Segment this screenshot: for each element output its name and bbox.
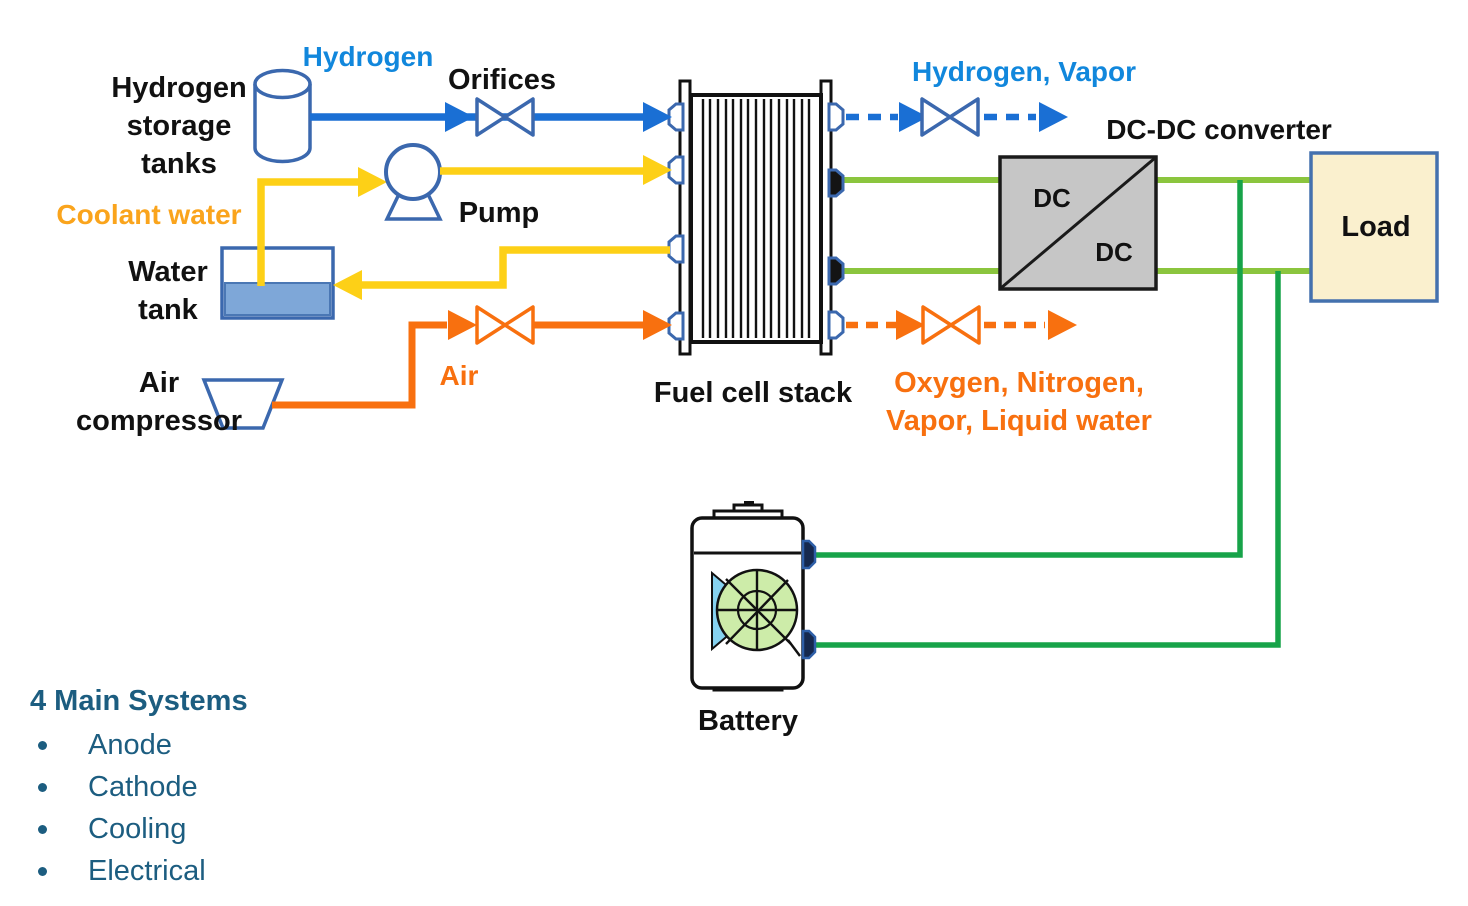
battery-wire-top (813, 180, 1243, 558)
cathode-exhaust-line (846, 305, 1077, 345)
coolant-arrow-into-tank (333, 270, 362, 300)
dc-dc-converter-label: DC-DC converter (1106, 114, 1332, 145)
converter-diagonal (1000, 156, 1156, 290)
battery-label: Battery (698, 705, 798, 737)
hydrogen-mid-arrow (445, 102, 474, 132)
coolant-supply-line (257, 178, 360, 286)
pump-icon (384, 143, 443, 221)
orifices-label: Orifices (448, 64, 556, 96)
hydrogen-tank-label: Hydrogen storage tanks (111, 72, 247, 180)
stack-terminal-negative (827, 256, 845, 286)
coolant-loop (257, 143, 672, 300)
stack-port-anode-exhaust (827, 102, 845, 132)
legend-title: 4 Main Systems (30, 685, 248, 717)
hydrogen-arrow-into-stack (643, 102, 672, 132)
stack-port-air-in (667, 311, 685, 341)
air-arrow-into-stack (643, 310, 672, 340)
air-supply-label: Air (439, 360, 479, 391)
water-tank-icon (220, 246, 335, 320)
stack-port-hydrogen-in (667, 102, 685, 132)
legend-item-electrical: Electrical (30, 850, 248, 892)
load-label: Load (1341, 211, 1411, 243)
main-systems-legend: 4 Main Systems Anode Cathode Cooling Ele… (30, 684, 248, 892)
stack-cell-stripes (701, 99, 811, 338)
coolant-arrow-into-pump (358, 167, 387, 197)
legend-item-anode: Anode (30, 724, 248, 766)
air-compressor-label: Air compressor (75, 367, 243, 437)
battery-wire-bottom (813, 271, 1281, 648)
pump-label: Pump (458, 197, 540, 229)
battery-port-bottom (801, 629, 817, 660)
hydrogen-supply-label: Hydrogen (302, 41, 434, 72)
bullet-icon (38, 824, 47, 834)
dc-dc-converter-icon (998, 155, 1158, 291)
battery-wires (813, 180, 1281, 648)
battery-fan-icon (711, 568, 801, 657)
coolant-arrow-into-stack (643, 155, 672, 185)
coolant-water-label: Coolant water (56, 199, 242, 230)
dc-output-label: DC (1095, 237, 1133, 267)
air-supply-line (272, 305, 672, 409)
bullet-icon (38, 866, 47, 876)
water-tank-water (224, 282, 331, 316)
air-compressor-icon (201, 378, 285, 430)
stack-port-coolant-in (667, 155, 685, 185)
load-box (1309, 151, 1439, 303)
fuel-cell-stack-icon (667, 79, 845, 356)
hydrogen-tank-icon (253, 68, 312, 164)
fuel-cell-stack-label: Fuel cell stack (653, 377, 853, 409)
bullet-icon (38, 740, 47, 750)
battery-icon (690, 501, 817, 692)
legend-item-cathode: Cathode (30, 766, 248, 808)
hydrogen-exhaust-line (846, 97, 1068, 137)
orifices-valve-icon (475, 97, 535, 137)
stack-port-cathode-exhaust (827, 310, 845, 340)
battery-port-top (801, 539, 817, 570)
hydrogen-exhaust-label: Hydrogen, Vapor (911, 56, 1137, 87)
stack-terminal-positive (827, 168, 845, 198)
cathode-exhaust-label: Oxygen, Nitrogen, Vapor, Liquid water (886, 367, 1152, 437)
water-tank-label: Water tank (128, 256, 208, 326)
stack-port-coolant-out (667, 234, 685, 264)
hydrogen-exhaust-valve-icon (920, 97, 980, 137)
dc-input-label: DC (1033, 183, 1071, 213)
hydrogen-supply-line (310, 97, 672, 137)
legend-item-cooling: Cooling (30, 808, 248, 850)
bullet-icon (38, 782, 47, 792)
coolant-return-line (360, 246, 670, 289)
air-valve-icon (475, 305, 535, 345)
cathode-exhaust-valve-icon (921, 305, 981, 345)
